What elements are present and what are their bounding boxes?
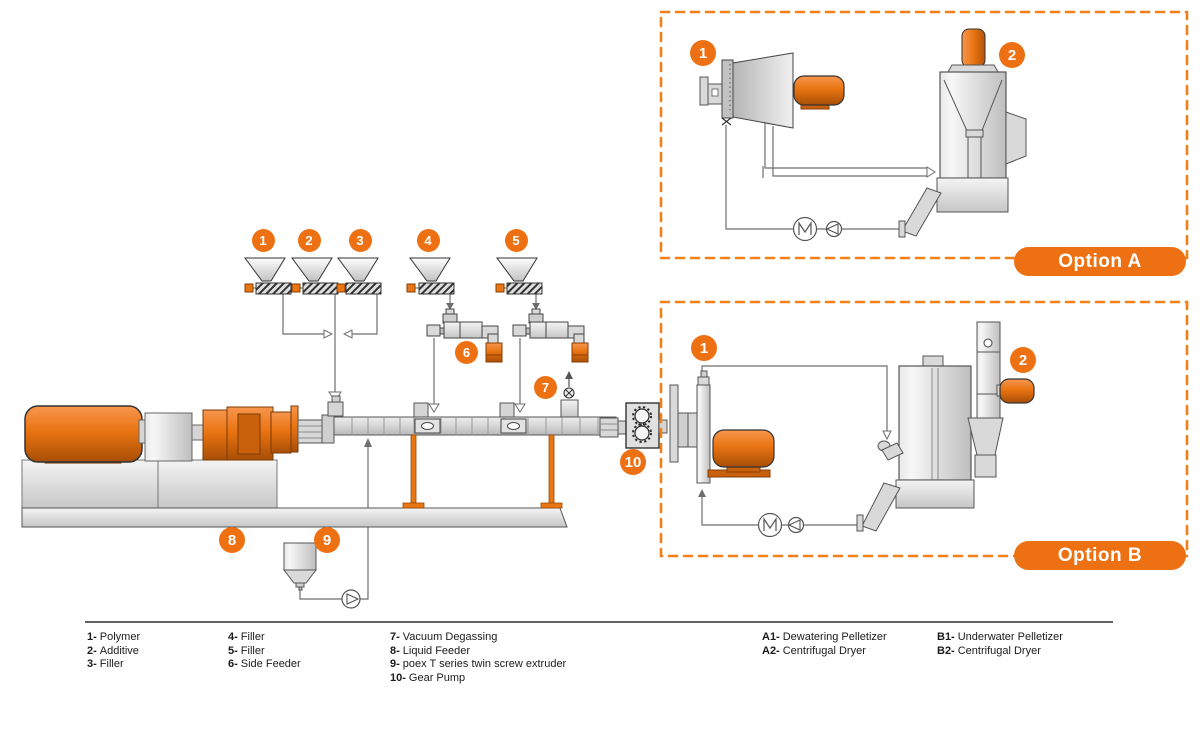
side-feeder-left [426,308,503,363]
legend-item: 4-Filler [228,631,265,643]
marker-liquid-feeder: 8 [219,527,245,553]
legend-item: 5-Filler [228,644,265,657]
legend-item: B1-Underwater Pelletizer [937,631,1063,643]
marker-feeder-1: 1 [251,228,275,252]
extruder-barrel [321,395,617,444]
option-a-water-line [725,125,903,230]
legend-item: 2-Additive [87,644,139,657]
marker-vacuum-degassing: 7 [534,376,557,399]
option-b-overhead-line [701,365,888,431]
option-b-label: Option B [1014,541,1186,570]
legend-item: 9-poex T series twin screw extruder [390,658,567,671]
option-a-centrifugal-dryer [898,28,1027,238]
legend-item: A2-Centrifugal Dryer [762,644,866,657]
marker-b-dryer: 2 [1010,347,1036,373]
gear-pump [599,402,668,449]
marker-feeder-3: 3 [348,228,372,252]
legend-column-5: B1-Underwater Pelletizer B2-Centrifugal … [937,631,1063,658]
legend-item: A1-Dewatering Pelletizer [762,631,887,643]
side-feeder-right [512,308,589,363]
liquid-feeder-tank [282,542,318,591]
marker-feeder-2: 2 [297,228,321,252]
marker-feeder-4: 4 [416,228,440,252]
legend-item: 6-Side Feeder [228,658,301,671]
marker-a-dryer: 2 [999,42,1025,68]
option-b-water-arrow [698,489,706,497]
liquid-pump-icon [341,589,361,609]
vacuum-degassing-valve-icon [563,371,575,399]
marker-a-pelletizer: 1 [690,40,716,66]
marker-gear-pump: 10 [620,449,646,475]
option-b-water-line [701,496,857,526]
legend-item: 1-Polymer [87,631,141,643]
feed-line-arrows [323,303,540,413]
legend-item: 8-Liquid Feeder [390,644,471,657]
marker-b-pelletizer: 1 [691,335,717,361]
option-b-pump-icon [787,516,805,534]
option-a-pellet-pipes [762,122,927,178]
marker-extruder: 9 [314,527,340,553]
liquid-feed-arrow [364,438,372,447]
legend-item: 7-Vacuum Degassing [390,631,498,643]
extruder-motor [24,405,143,464]
option-a-label: Option A [1014,247,1186,276]
marker-side-feeder: 6 [455,341,478,364]
legend-column-4: A1-Dewatering Pelletizer A2-Centrifugal … [762,631,887,658]
option-a-pump-icon [825,220,843,238]
legend-column-1: 1-Polymer 2-Additive 3-Filler [87,631,140,672]
option-b-underwater-pelletizer [669,370,775,484]
legend-column-3: 7-Vacuum Degassing 8-Liquid Feeder 9-poe… [390,631,566,685]
legend-item: 10-Gear Pump [390,671,466,684]
barrel-supports [402,434,563,509]
option-a-pipe-arrow [926,166,936,178]
hopper-feeders [244,257,543,295]
option-b-heat-exchanger-icon [757,512,783,538]
extruder-base [21,459,568,528]
legend-item: 3-Filler [87,658,124,671]
option-a-heat-exchanger-icon [792,216,818,242]
option-b-overhead-arrow [882,430,892,441]
option-a-box [659,10,1189,260]
legend-item: B2-Centrifugal Dryer [937,644,1041,657]
extruder-coupling [138,412,204,462]
extruder-spline-shaft [297,419,323,444]
option-b-centrifugal-dryer [856,321,1035,532]
marker-feeder-5: 5 [504,228,528,252]
feed-lines [282,294,537,404]
extruder-gearbox [202,405,299,461]
legend-column-2: 4-Filler 5-Filler 6-Side Feeder [228,631,301,672]
option-a-dewatering-pelletizer [699,52,845,129]
option-b-box [659,300,1189,558]
